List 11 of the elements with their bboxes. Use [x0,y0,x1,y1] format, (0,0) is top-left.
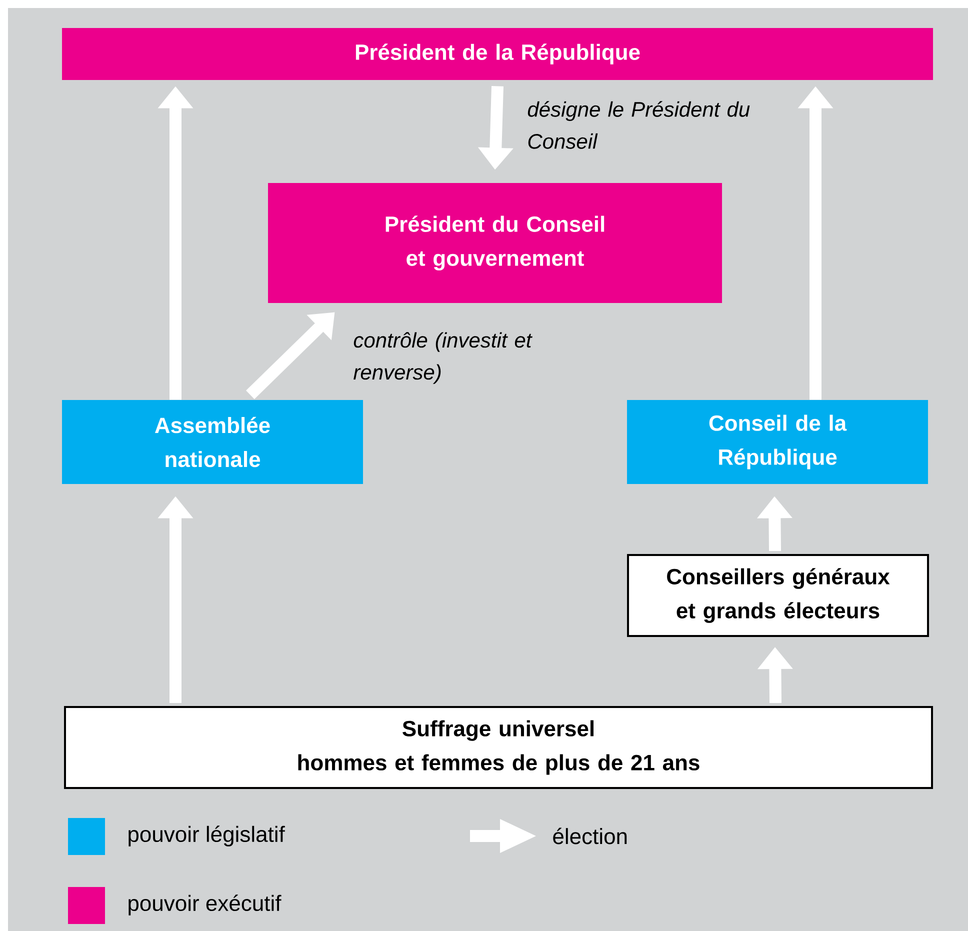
election-box: Conseillers généraux et grands électeurs [627,554,930,637]
executive-box: Président du Conseil et gouvernement [268,183,722,303]
legend-label: élection [553,828,627,844]
election-box: Suffrage universel hommes et femmes de plus de 21 ans [64,706,934,789]
edge-label: désigne le Président du Conseil [528,101,750,149]
edge-label: contrôle (investit et renverse) [354,332,532,384]
executive-box: Président de la République [62,28,934,80]
legend-label: pouvoir législatif [128,826,285,846]
legend-label: pouvoir exécutif [128,894,282,916]
legislative-box: Conseil de la République [627,400,928,484]
legislative-box: Assemblée nationale [62,400,363,484]
